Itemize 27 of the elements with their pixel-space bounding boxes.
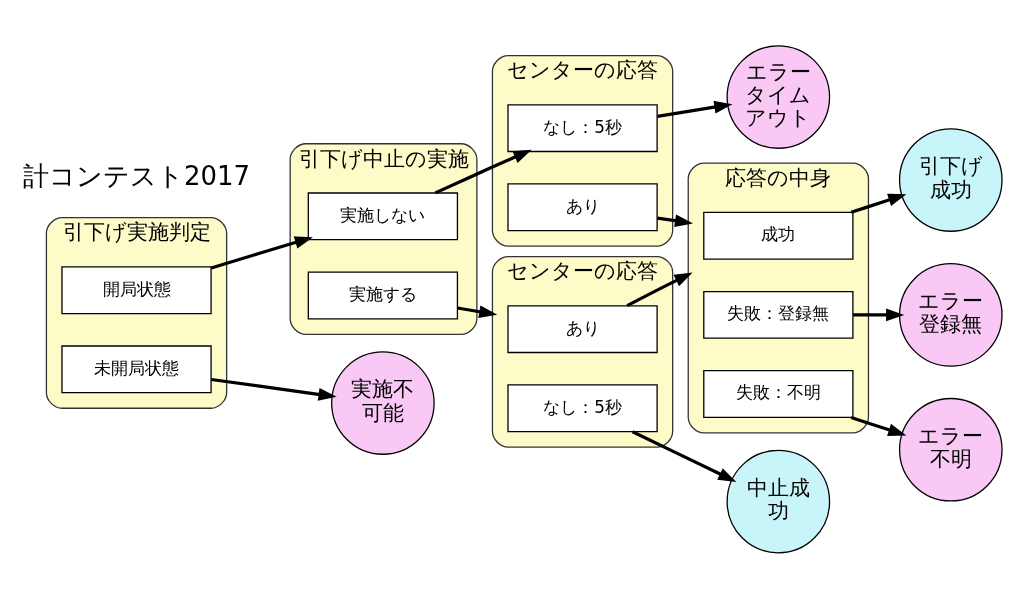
arrow: [626, 272, 693, 307]
arrow: [457, 304, 498, 318]
label: 計コンテスト2017: [23, 160, 251, 191]
arrow: [434, 149, 532, 194]
node-box: 開局状態: [61, 265, 212, 314]
node-circle: エラータイムアウト: [726, 44, 831, 149]
node-circle: 中止成功: [726, 449, 831, 553]
node-circle: エラー登録無: [898, 262, 1003, 367]
arrow: [850, 415, 907, 436]
node-circle: エラー不明: [898, 397, 1003, 502]
node-circle: 実施不可能: [331, 350, 435, 455]
node-box: 失敗：不明: [703, 369, 854, 418]
arrow: [657, 213, 694, 227]
node-box: 失敗：登録無: [703, 290, 854, 339]
node-box: なし：5秒: [507, 383, 658, 432]
node-box: 成功: [703, 211, 854, 260]
arrow: [853, 308, 905, 321]
node-box: あり: [507, 182, 658, 231]
arrow: [631, 429, 737, 482]
node-circle: 引下げ成功: [898, 127, 1003, 232]
arrow: [657, 100, 733, 118]
node-box: 実施しない: [307, 191, 459, 240]
arrow: [211, 377, 337, 401]
node-box: 未開局状態: [61, 344, 212, 393]
node-box: あり: [507, 304, 658, 353]
node-box: 実施する: [307, 270, 459, 319]
node-box: なし：5秒: [507, 103, 658, 152]
